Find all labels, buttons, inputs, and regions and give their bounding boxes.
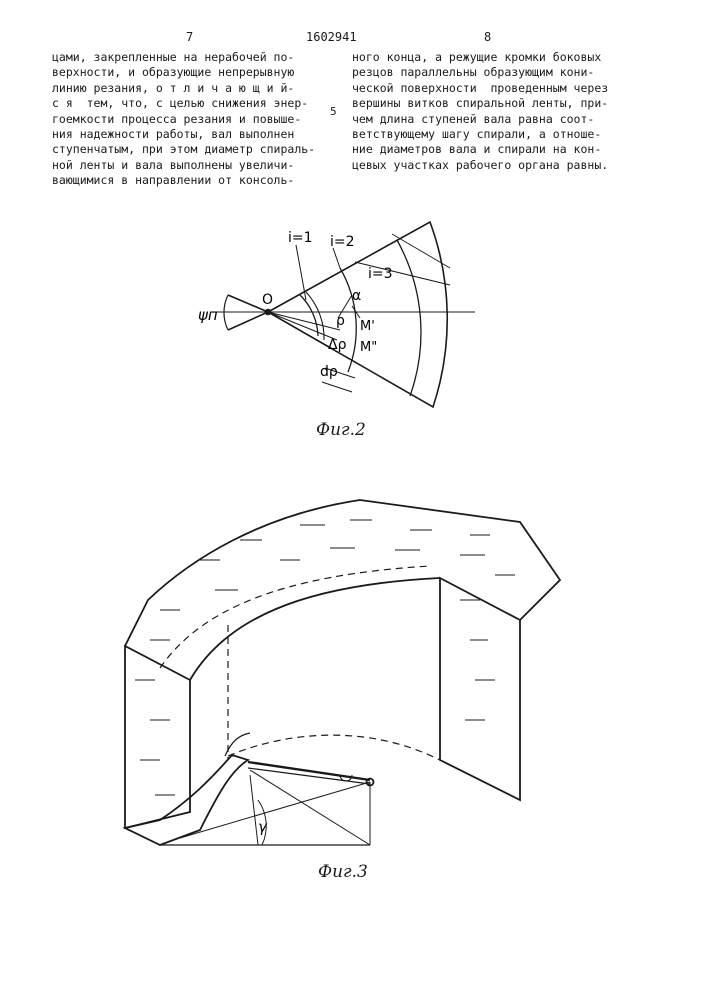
label-gamma: γ	[258, 818, 268, 836]
hatching	[135, 520, 515, 795]
figure-3-caption: Фиг.3	[318, 862, 368, 882]
floor-arc	[228, 735, 440, 760]
right-wall	[440, 578, 520, 800]
cutter-body	[125, 755, 248, 845]
left-wall	[125, 646, 190, 828]
block-outer-contour	[125, 500, 560, 646]
